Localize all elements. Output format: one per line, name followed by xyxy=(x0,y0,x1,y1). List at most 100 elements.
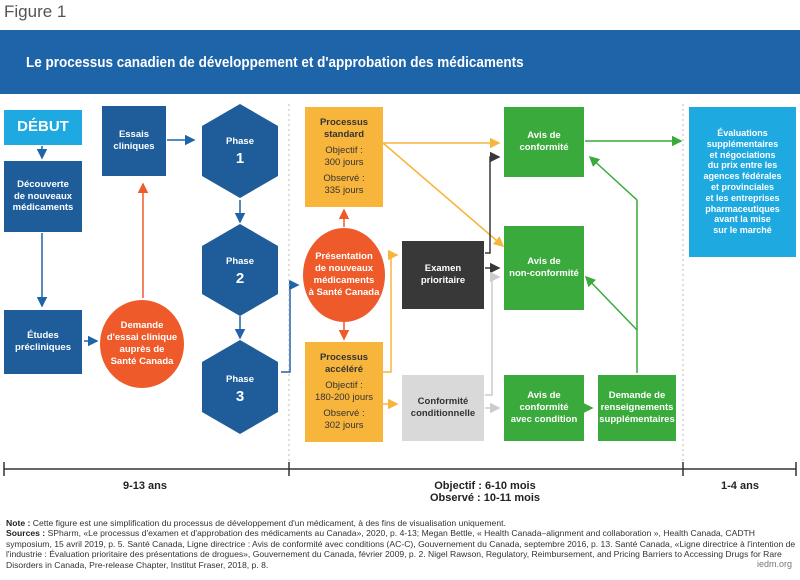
etudes-line-1: Études xyxy=(27,330,59,342)
arrow-standard-nonconformite xyxy=(382,142,505,247)
evaluations-line-4: du prix entre les xyxy=(707,160,778,171)
title-banner xyxy=(0,30,800,94)
avis-avec-condition-box: Avis de conformité avec condition xyxy=(504,375,584,441)
accelere-objectif-value: 180-200 jours xyxy=(314,392,374,403)
conformite-cond-line-2: conditionnelle xyxy=(410,408,476,419)
accelere-observe-label: Observé : xyxy=(323,407,365,419)
examen-prioritaire-box: Examen prioritaire xyxy=(402,241,484,309)
avis-condition-line-1: Avis de xyxy=(527,390,561,402)
phase2-label: Phase 2 xyxy=(202,256,278,287)
timeline-left-label: 9-13 ans xyxy=(122,480,168,492)
accelere-observe-value: 302 jours xyxy=(324,419,364,431)
evaluations-line-9: avant la mise xyxy=(714,214,771,225)
evaluations-line-3: et négociations xyxy=(709,149,776,160)
timeline-objectif: Objectif : 6-10 mois xyxy=(434,480,536,492)
phase3-label: Phase 3 xyxy=(202,374,278,405)
accelere-title-1: Processus xyxy=(319,352,369,364)
essais-line-2: cliniques xyxy=(113,141,155,152)
standard-title-2: standard xyxy=(323,129,365,141)
arrow-accelere-examen xyxy=(383,249,399,373)
phase2-title: Phase xyxy=(226,256,254,267)
debut-box: DÉBUT xyxy=(4,110,82,145)
avis-condition-line-2: conformité xyxy=(519,402,569,414)
demande-essai-line-2: d'essai clinique xyxy=(106,332,178,344)
evaluations-line-5: agences fédérales xyxy=(703,171,782,182)
phase2-number: 2 xyxy=(235,270,245,287)
accelere-title-2: accéléré xyxy=(324,364,364,376)
presentation-line-2: de nouveaux xyxy=(314,263,374,275)
presentation-line-3: médicaments xyxy=(313,275,375,286)
phase1-number: 1 xyxy=(235,150,245,167)
evaluations-line-10: sur le marché xyxy=(713,225,772,236)
examen-line-1: Examen xyxy=(424,263,462,275)
note-text: Cette figure est une simplification du p… xyxy=(32,518,506,528)
etudes-line-2: précliniques xyxy=(15,342,71,353)
phase3-title: Phase xyxy=(226,374,254,385)
standard-observe-value: 335 jours xyxy=(324,184,364,196)
demande-renseignements-box: Demande de renseignements supplémentaire… xyxy=(598,375,676,441)
processus-accelere-box: Processus accéléré Objectif : 180-200 jo… xyxy=(305,342,383,442)
hexagon-phase1 xyxy=(202,104,278,198)
arrow-examen-conformite xyxy=(485,151,501,254)
standard-title-1: Processus xyxy=(319,117,369,129)
standard-objectif-value: 300 jours xyxy=(324,157,364,168)
processus-standard-box: Processus standard Objectif : 300 jours … xyxy=(305,107,383,207)
watermark: iedm.org xyxy=(756,559,792,569)
sources-label: Sources : xyxy=(6,528,46,539)
timeline-middle-label: Objectif : 6-10 mois Observé : 10-11 moi… xyxy=(390,480,580,504)
decouverte-line-1: Découverte xyxy=(17,178,69,190)
avis-non-line-2: non-conformité xyxy=(509,268,579,279)
avis-condition-line-3: avec condition xyxy=(510,413,578,425)
diagram-title: Le processus canadien de développement e… xyxy=(26,54,524,71)
essais-box: Essais cliniques xyxy=(102,106,166,176)
figure-label: Figure 1 xyxy=(4,2,67,21)
demande-essai-circle: Demande d'essai clinique auprès de Santé… xyxy=(100,300,184,388)
demande-rens-line-1: Demande de xyxy=(608,390,666,402)
phase1-label: Phase 1 xyxy=(202,136,278,167)
examen-line-2: prioritaire xyxy=(420,275,466,286)
evaluations-box: Évaluations supplémentaires et négociati… xyxy=(689,107,796,257)
arrow-phase3-presentation xyxy=(281,279,300,373)
conformite-cond-line-1: Conformité xyxy=(417,396,469,408)
note-label: Note : xyxy=(6,518,31,528)
essais-line-1: Essais xyxy=(118,129,150,141)
presentation-line-4: à Santé Canada xyxy=(308,286,380,298)
timeline-observe: Observé : 10-11 mois xyxy=(429,492,541,504)
arrow-cond-nonconformite xyxy=(485,271,501,396)
evaluations-line-6: et provinciales xyxy=(710,182,775,192)
sources-text: SPharm, «Le processus d'examen et d'appr… xyxy=(6,528,796,570)
phase1-title: Phase xyxy=(226,136,254,147)
standard-objectif-label: Objectif : xyxy=(325,145,363,157)
arrow-demande-nonconformite xyxy=(584,275,638,331)
evaluations-line-7: et les entreprises xyxy=(705,192,780,203)
demande-essai-line-1: Demande xyxy=(120,320,164,332)
hexagon-phase2 xyxy=(202,224,278,316)
phase3-number: 3 xyxy=(235,388,245,405)
timeline-right-label: 1-4 ans xyxy=(721,480,759,492)
avis-non-line-1: Avis de xyxy=(527,256,561,268)
conformite-conditionnelle-box: Conformité conditionnelle xyxy=(402,375,484,441)
avis-conformite-line-1: Avis de xyxy=(527,130,561,142)
arrow-demande-conformite xyxy=(588,155,638,201)
accelere-objectif-label: Objectif : xyxy=(325,380,363,392)
sources-line: Sources : SPharm, «Le processus d'examen… xyxy=(6,528,796,570)
decouverte-box: Découverte de nouveaux médicaments xyxy=(4,161,82,232)
avis-conformite-box: Avis de conformité xyxy=(504,107,584,177)
evaluations-line-2: supplémentaires xyxy=(706,138,779,149)
demande-rens-line-3: supplémentaires xyxy=(599,413,675,425)
avis-non-conformite-box: Avis de non-conformité xyxy=(504,226,584,310)
evaluations-line-8: pharmaceutiques xyxy=(705,203,780,214)
footnotes: Note : Cette figure est une simplificati… xyxy=(6,518,796,570)
standard-observe-label: Observé : xyxy=(323,172,365,184)
presentation-line-1: Présentation xyxy=(315,251,373,263)
decouverte-line-2: de nouveaux xyxy=(13,190,73,202)
hexagon-phase3 xyxy=(202,340,278,434)
presentation-circle: Présentation de nouveaux médicaments à S… xyxy=(303,228,385,322)
demande-essai-line-3: auprès de xyxy=(119,344,165,355)
demande-rens-line-2: renseignements xyxy=(600,402,674,414)
note-line: Note : Cette figure est une simplificati… xyxy=(6,518,796,528)
demande-essai-line-4: Santé Canada xyxy=(110,355,174,367)
etudes-box: Études précliniques xyxy=(4,310,82,374)
